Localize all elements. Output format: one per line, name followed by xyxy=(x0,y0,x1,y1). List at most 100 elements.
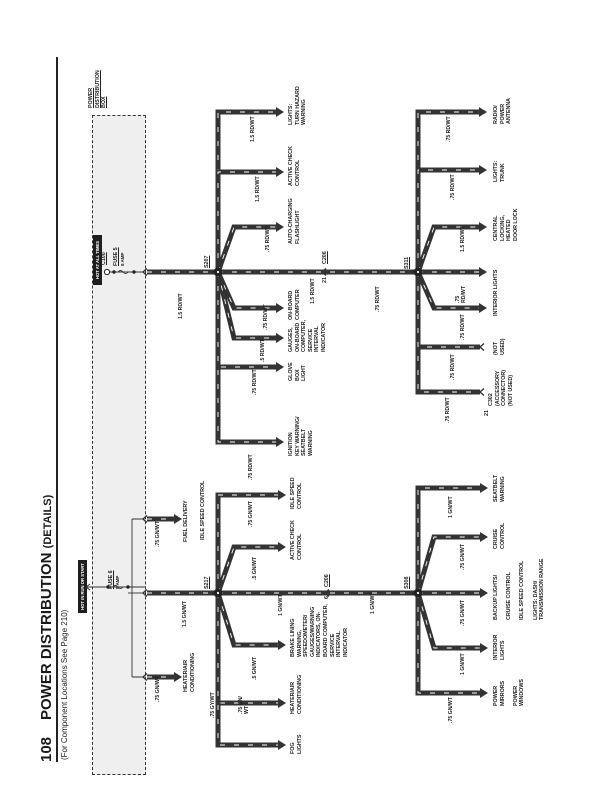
wire-label: 1 GN/WT xyxy=(448,496,454,518)
wire-label: .75 RD/WT xyxy=(445,397,451,423)
label-glove-box-light: GLOVE BOX LIGHT xyxy=(288,362,308,381)
arrowhead-icon xyxy=(276,362,284,372)
label-idle-speed: IDLE SPEED CONTROL xyxy=(290,477,303,509)
s217-splice-center xyxy=(215,590,221,596)
wire-label: .75 GN/WT xyxy=(248,501,254,527)
wire-label: .75 GN/WT xyxy=(448,697,454,723)
arrowhead-icon xyxy=(278,542,286,552)
splice-s311-label: S311 xyxy=(404,256,410,269)
s217-branch-wire xyxy=(215,544,279,594)
label-brake-lining: BRAKE LINING WARNING, SPEEDOMETER/ GAUGE… xyxy=(290,604,349,657)
fuse-icon xyxy=(112,585,124,589)
wire-label-fuel: .75 GN/WT xyxy=(155,521,161,547)
wire-label-heater: .75 GN/WT xyxy=(155,676,161,702)
label-interior-lights: INTERIOR LIGHTS xyxy=(493,634,506,660)
label-power-mirrors: POWER MIRRORS POWER WINDOWS xyxy=(493,679,526,706)
s308-branch-wire xyxy=(415,534,481,594)
label-on-board-computer: ON-BOARD COMPUTER xyxy=(288,289,301,320)
label-ignition-key-warning: IGNITION KEY WARNING/ SEATBELT WARNING xyxy=(288,416,314,456)
arrowhead-icon xyxy=(276,107,284,117)
connector-fork-icon xyxy=(141,588,148,598)
wire-label-s217-feed: 1.5 GN/WT xyxy=(182,601,188,627)
s308-branch-wire-stripe xyxy=(417,592,481,649)
wire-label: 1 GN/WT xyxy=(370,592,376,614)
label-cruise-control: CRUISE CONTROL xyxy=(493,522,506,549)
connector-c100-icon xyxy=(103,268,111,276)
label-auto-charging: AUTO-CHARGING FLASHLIGHT xyxy=(288,198,301,244)
s217-branch-wire-stripe xyxy=(217,593,279,704)
c302-pin: 21 xyxy=(484,410,490,416)
label-c302-accessory: C302 (ACCESSORY CONNECTOR) (NOT USED) xyxy=(488,370,514,406)
label-gauges: GAUGES, ON-BOARD COMPUTER, SERVICE INTER… xyxy=(288,320,327,352)
wire-label: .75 GN/ WT xyxy=(238,696,250,714)
connector-c206-upper-label: C206 xyxy=(322,251,328,264)
label-active-check: ACTIVE CHECK CONTROL xyxy=(290,520,303,560)
wire-label: .5 GN/WT xyxy=(252,656,258,680)
s308-branch-wire xyxy=(415,485,481,593)
wire-label: .75 RD/WT xyxy=(450,174,456,200)
wire-label: 1 GN/WT xyxy=(278,594,284,616)
connector-c206-label: C206 xyxy=(324,574,330,587)
s311-branch-wire xyxy=(415,167,480,272)
wire-label: .75 RD/WT xyxy=(460,314,466,340)
arrowhead-icon xyxy=(278,698,286,708)
arrowhead-icon xyxy=(276,222,284,232)
arrowhead-icon xyxy=(480,643,488,653)
arrowhead-icon xyxy=(276,303,284,313)
label-trunk-lights: LIGHTS: TRUNK xyxy=(493,160,506,182)
arrowhead-icon xyxy=(480,483,488,493)
label-heater-air-2: HEATER/AIR CONDITIONING xyxy=(290,674,303,714)
label-turn-hazard: LIGHTS: TURN HAZARD WARNING xyxy=(288,86,308,125)
s308-branch-wire xyxy=(415,592,481,651)
s217-branch-wire xyxy=(215,592,279,648)
s207-branch-wire-stripe xyxy=(217,272,277,443)
s207-branch-wire-stripe xyxy=(217,226,277,273)
s311-splice-center xyxy=(415,269,421,275)
arrowhead-icon xyxy=(276,333,284,343)
fuse5-dot xyxy=(112,270,116,274)
s311-branch-wire xyxy=(415,224,480,273)
label-not-used: (NOT USED) xyxy=(493,338,506,355)
wire-label: 1.5 RD/WT xyxy=(460,226,466,252)
wire-label: 1.5 RD/WT xyxy=(255,176,261,202)
arrowhead-icon xyxy=(276,437,284,447)
arrowhead-icon xyxy=(480,532,488,542)
wire-label: .5 RD/WT xyxy=(260,339,266,362)
s311-branch-wire-stripe xyxy=(417,226,480,273)
wire-label-s311-feed: .75 RD/WT xyxy=(375,286,381,312)
s207-splice-center xyxy=(215,269,221,275)
arrowhead-icon xyxy=(479,165,487,175)
arrowhead-icon xyxy=(479,267,487,277)
connector-fork-icon xyxy=(141,514,148,524)
splice-s308-label: S308 xyxy=(404,576,410,589)
fuse5-dot xyxy=(132,270,136,274)
arrowhead-icon xyxy=(278,740,286,750)
s311-branch-wire xyxy=(415,272,480,395)
s308-branch-wire-stripe xyxy=(417,536,481,594)
s217-branch-wire-stripe xyxy=(217,494,279,593)
wire-label: 1.5 RD/WT xyxy=(250,116,256,142)
arrowhead-icon xyxy=(278,640,286,650)
s308-branch-wire xyxy=(415,593,481,696)
s311-branch-wire-stripe xyxy=(417,271,480,309)
fuse6-dot xyxy=(126,585,130,589)
connector-fork-icon xyxy=(141,672,148,682)
arrowhead-icon xyxy=(174,672,182,682)
c206-pin-21: 21 xyxy=(322,277,328,283)
s308-splice-center xyxy=(415,590,421,596)
wire-label: .75 GN/WT xyxy=(460,600,466,626)
wire-label: .5 GN/WT xyxy=(252,556,258,580)
wire-label: .75 RD/WT xyxy=(455,286,467,303)
label-seatbelt-warning: SEATBELT WARNING xyxy=(493,474,506,502)
wire-label: .75 RD/WT xyxy=(446,116,452,142)
arrowhead-icon xyxy=(278,490,286,500)
splice-s217-label: S217 xyxy=(204,576,210,589)
connector-fork-icon xyxy=(478,387,485,397)
wire-label: .75 RD/WT xyxy=(248,454,254,480)
arrowhead-icon xyxy=(480,688,488,698)
s207-branch-wire-stripe xyxy=(217,111,277,272)
feed-arrow-icon xyxy=(85,583,91,591)
s207-branch-wire xyxy=(215,271,277,341)
